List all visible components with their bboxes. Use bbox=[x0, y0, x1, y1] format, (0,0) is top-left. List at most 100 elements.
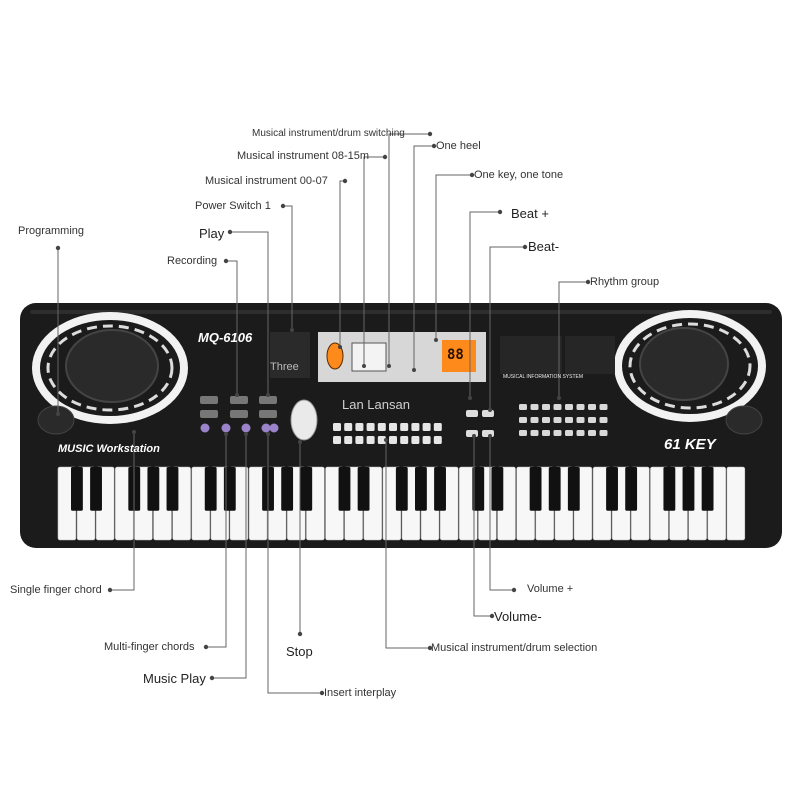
number-pad-key[interactable] bbox=[411, 423, 420, 431]
rhythm-key[interactable] bbox=[553, 417, 562, 423]
rhythm-key[interactable] bbox=[519, 430, 527, 436]
stop-button[interactable] bbox=[290, 399, 318, 441]
rhythm-key[interactable] bbox=[576, 404, 585, 410]
rhythm-key[interactable] bbox=[576, 430, 585, 436]
number-pad-key[interactable] bbox=[377, 436, 386, 444]
leader-line bbox=[489, 246, 525, 410]
rhythm-key[interactable] bbox=[519, 404, 527, 410]
leader-dot bbox=[290, 328, 294, 332]
left-button-cluster[interactable] bbox=[200, 396, 279, 433]
number-pad[interactable] bbox=[333, 423, 442, 444]
overlay-watermark: Lan Lansan bbox=[342, 397, 410, 412]
leader-dot bbox=[384, 438, 388, 442]
black-key[interactable] bbox=[548, 467, 561, 511]
leader-dot bbox=[469, 172, 475, 178]
callout-instrument-00-07: Musical instrument 00-07 bbox=[205, 175, 328, 187]
callout-play: Play bbox=[199, 226, 225, 241]
rhythm-key[interactable] bbox=[576, 417, 585, 423]
number-pad-key[interactable] bbox=[433, 436, 442, 444]
number-pad-key[interactable] bbox=[366, 436, 375, 444]
number-pad-key[interactable] bbox=[400, 423, 409, 431]
rhythm-key[interactable] bbox=[542, 417, 550, 423]
number-pad-key[interactable] bbox=[377, 423, 386, 431]
black-key[interactable] bbox=[223, 467, 236, 511]
leader-dot bbox=[266, 393, 270, 397]
black-key[interactable] bbox=[701, 467, 714, 511]
workstation-label: MUSIC Workstation bbox=[58, 443, 160, 455]
number-pad-key[interactable] bbox=[389, 423, 397, 431]
black-key[interactable] bbox=[606, 467, 618, 511]
power-button[interactable] bbox=[326, 342, 344, 370]
rhythm-key[interactable] bbox=[553, 404, 562, 410]
piano-keys[interactable] bbox=[57, 466, 746, 541]
leader-dot bbox=[209, 675, 215, 681]
number-pad-key[interactable] bbox=[400, 436, 409, 444]
rhythm-key[interactable] bbox=[519, 417, 527, 423]
black-key[interactable] bbox=[415, 467, 427, 511]
leader-dot bbox=[522, 244, 528, 250]
black-key[interactable] bbox=[338, 467, 351, 511]
rhythm-key[interactable] bbox=[599, 430, 608, 436]
number-pad-key[interactable] bbox=[366, 423, 375, 431]
black-key[interactable] bbox=[166, 467, 179, 511]
black-key[interactable] bbox=[71, 467, 83, 511]
number-pad-key[interactable] bbox=[355, 436, 364, 444]
number-pad-key[interactable] bbox=[333, 423, 341, 431]
black-key[interactable] bbox=[491, 467, 504, 511]
rhythm-key[interactable] bbox=[542, 430, 550, 436]
black-key[interactable] bbox=[472, 467, 485, 511]
leader-line bbox=[110, 432, 135, 591]
rhythm-key[interactable] bbox=[565, 430, 573, 436]
rhythm-key[interactable] bbox=[530, 430, 539, 436]
rhythm-key[interactable] bbox=[530, 404, 539, 410]
black-key[interactable] bbox=[90, 467, 102, 511]
callout-instrument-08-15: Musical instrument 08-15m bbox=[237, 150, 370, 162]
number-pad-key[interactable] bbox=[344, 423, 353, 431]
black-key[interactable] bbox=[567, 467, 580, 511]
black-key[interactable] bbox=[395, 467, 408, 511]
number-pad-key[interactable] bbox=[422, 423, 431, 431]
number-pad-key[interactable] bbox=[411, 436, 420, 444]
black-key[interactable] bbox=[434, 467, 446, 511]
number-pad-key[interactable] bbox=[355, 423, 364, 431]
leader-dot bbox=[338, 345, 342, 349]
rhythm-key[interactable] bbox=[542, 404, 550, 410]
number-pad-key[interactable] bbox=[344, 436, 353, 444]
white-key[interactable] bbox=[726, 466, 746, 541]
leader-dot bbox=[497, 209, 503, 215]
leader-line bbox=[435, 174, 472, 340]
black-key[interactable] bbox=[300, 467, 313, 511]
number-pad-key[interactable] bbox=[433, 423, 442, 431]
black-key[interactable] bbox=[682, 467, 695, 511]
leader-dot bbox=[585, 279, 591, 285]
black-key[interactable] bbox=[147, 467, 160, 511]
black-key[interactable] bbox=[357, 467, 370, 511]
number-pad-key[interactable] bbox=[422, 436, 431, 444]
rhythm-buttons[interactable] bbox=[519, 404, 608, 436]
leader-dot bbox=[227, 229, 233, 235]
rhythm-key[interactable] bbox=[599, 417, 608, 423]
rhythm-key[interactable] bbox=[588, 404, 596, 410]
rhythm-key[interactable] bbox=[565, 417, 573, 423]
number-pad-key[interactable] bbox=[389, 436, 397, 444]
number-pad-key[interactable] bbox=[333, 436, 341, 444]
model-label: MQ-6106 bbox=[198, 330, 253, 345]
leader-dot bbox=[362, 364, 366, 368]
rhythm-key[interactable] bbox=[553, 430, 562, 436]
rhythm-key[interactable] bbox=[599, 404, 608, 410]
leader-line bbox=[388, 133, 430, 366]
rhythm-key[interactable] bbox=[565, 404, 573, 410]
black-key[interactable] bbox=[625, 467, 638, 511]
black-key[interactable] bbox=[663, 467, 676, 511]
left-speaker bbox=[32, 312, 188, 424]
black-key[interactable] bbox=[281, 467, 294, 511]
callout-one-key-one-tone: One key, one tone bbox=[474, 169, 564, 181]
rhythm-key[interactable] bbox=[588, 417, 596, 423]
black-key[interactable] bbox=[204, 467, 217, 511]
tempo-volume-buttons[interactable] bbox=[466, 410, 494, 437]
callout-single-finger-chord: Single finger chord bbox=[10, 584, 102, 596]
rhythm-key[interactable] bbox=[588, 430, 596, 436]
callout-stop: Stop bbox=[286, 644, 313, 659]
black-key[interactable] bbox=[529, 467, 542, 511]
rhythm-key[interactable] bbox=[530, 417, 539, 423]
